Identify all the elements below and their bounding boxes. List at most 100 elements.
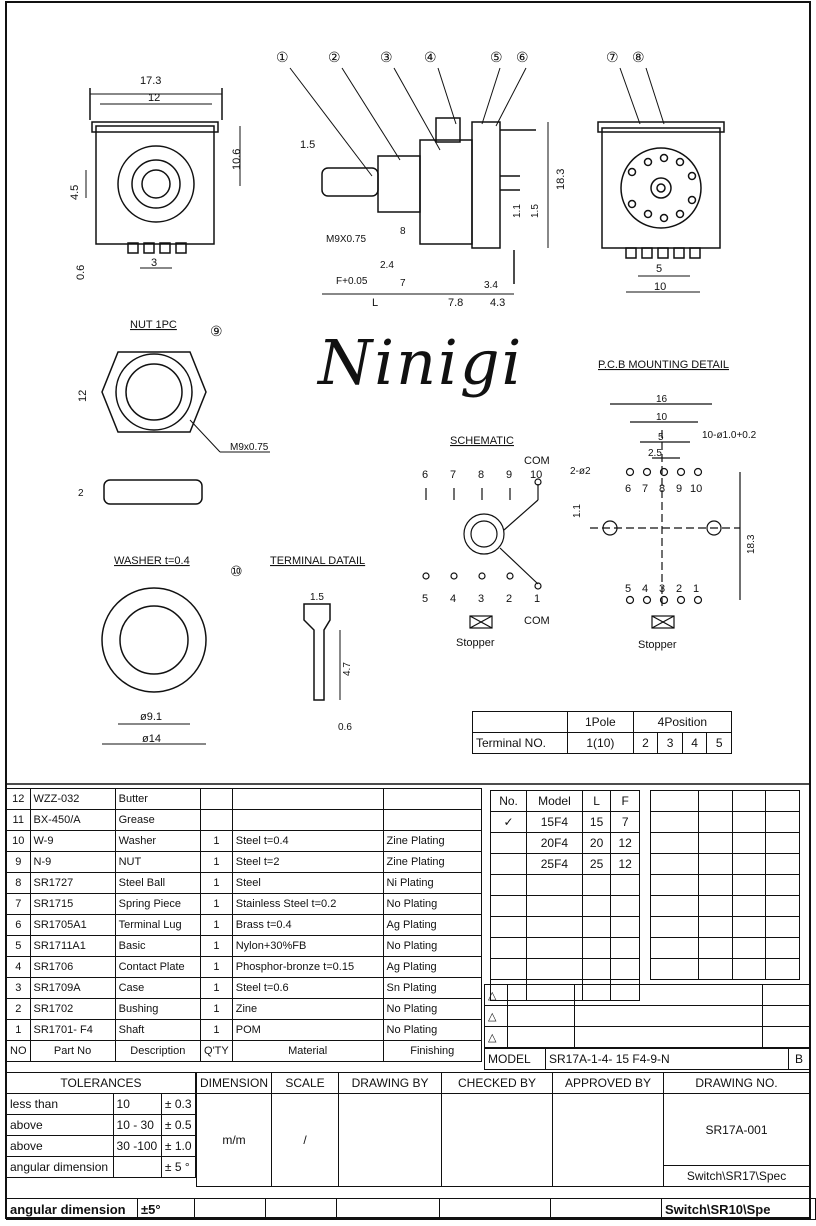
tb-drawing-no-label: DRAWING NO. xyxy=(663,1072,810,1094)
revision-table: △ △ △ xyxy=(484,984,810,1048)
bom-cell: 1 xyxy=(200,1019,233,1041)
dim-rear-5: 5 xyxy=(656,263,662,275)
model-head-model: Model xyxy=(526,790,583,812)
pcb-dim-1-1: 1.1 xyxy=(572,504,583,518)
bom-cell: SR1705A1 xyxy=(29,914,116,936)
tolerances-title: TOLERANCES xyxy=(6,1072,196,1094)
callout-6: ⑥ xyxy=(516,49,529,65)
tolerance-cell: ± 0.3 xyxy=(160,1093,197,1115)
pcb-dim-10: 10 xyxy=(656,412,668,423)
title-block: DIMENSION SCALE DRAWING BY CHECKED BY AP… xyxy=(195,1072,810,1187)
bom-cell: Steel xyxy=(231,872,384,894)
model-cell: 25F4 xyxy=(526,853,583,875)
pcb-pin-6: 6 xyxy=(625,483,631,495)
tolerance-cell: angular dimension xyxy=(6,1156,114,1178)
dim-L: L xyxy=(372,297,378,309)
bom-cell: 3 xyxy=(6,977,31,999)
tolerance-cell xyxy=(112,1156,162,1178)
pcb-pin-1: 1 xyxy=(693,583,699,595)
model-cell: 12 xyxy=(610,853,640,875)
bom-cell: Steel t=0.4 xyxy=(231,830,384,852)
model-rev: B xyxy=(788,1048,810,1070)
bom-cell: Terminal Lug xyxy=(114,914,202,936)
dim-12: 12 xyxy=(148,92,160,104)
bom-cell: SR1702 xyxy=(29,998,116,1020)
term-dim-4-7: 4.7 xyxy=(342,662,353,676)
bom-cell: No Plating xyxy=(382,893,483,915)
schematic-stopper: Stopper xyxy=(456,637,495,649)
model-cell: 15 xyxy=(581,811,612,833)
dim-4-5: 4.5 xyxy=(69,185,81,200)
sch-pin-1: 1 xyxy=(534,593,540,605)
sch-pin-10: 10 xyxy=(530,469,542,481)
overlap-path: Switch\SR10\Spe xyxy=(661,1198,816,1220)
bom-cell: 1 xyxy=(200,872,233,894)
model-cell: 15F4 xyxy=(526,811,583,833)
bom-cell: 1 xyxy=(200,851,233,873)
bom-cell: Ag Plating xyxy=(382,956,483,978)
side-view xyxy=(321,117,549,295)
pcb-pin-5: 5 xyxy=(625,583,631,595)
washer-dim-14: ø14 xyxy=(142,733,161,745)
dim-rear-10: 10 xyxy=(654,281,666,293)
model-head-L: L xyxy=(581,790,612,812)
nut-dim-m9: M9x0.75 xyxy=(230,442,269,453)
pcb-dim-18-3: 18.3 xyxy=(746,534,757,554)
bom-cell: Brass t=0.4 xyxy=(231,914,384,936)
pcb-pin-10: 10 xyxy=(690,483,702,495)
tb-dimension: DIMENSION xyxy=(195,1072,273,1094)
bom-cell: 6 xyxy=(6,914,31,936)
model-row: MODEL SR17A-1-4- 15 F4-9-N B xyxy=(484,1048,810,1070)
bom-cell: Shaft xyxy=(114,1019,202,1041)
tolerance-row: angular dimension± 5 ° xyxy=(6,1156,197,1178)
tb-drawing-no: SR17A-001 xyxy=(663,1093,810,1166)
bom-cell: Steel t=0.6 xyxy=(231,977,384,999)
tb-drawing-by: DRAWING BY xyxy=(338,1072,443,1094)
bom-head-material: Material xyxy=(231,1040,384,1062)
bom-cell: Ag Plating xyxy=(382,914,483,936)
terminal-no-5: 5 xyxy=(706,732,732,754)
dim-1-1: 1.1 xyxy=(512,204,523,218)
terminal-no-4: 4 xyxy=(681,732,708,754)
pcb-dim-16: 16 xyxy=(656,394,668,405)
model-value: SR17A-1-4- 15 F4-9-N xyxy=(545,1048,789,1070)
dim-8: 8 xyxy=(400,226,406,237)
bom-cell: 1 xyxy=(200,998,233,1020)
tolerance-cell: ± 0.5 xyxy=(160,1114,197,1136)
bom-cell: 2 xyxy=(6,998,31,1020)
bom-head-desc: Description xyxy=(114,1040,202,1062)
pcb-title: P.C.B MOUNTING DETAIL xyxy=(598,359,729,371)
bom-head-part: Part No xyxy=(29,1040,116,1062)
pcb-dim-holes: 10-ø1.0+0.2 xyxy=(702,430,757,441)
tolerance-cell: 10 - 30 xyxy=(112,1114,162,1136)
model-cell: 20F4 xyxy=(526,832,583,854)
dim-3-4: 3.4 xyxy=(484,280,498,291)
tb-scale-value: / xyxy=(271,1093,340,1187)
washer-view xyxy=(101,587,207,745)
pcb-pin-4: 4 xyxy=(642,583,648,595)
tb-path: Switch\SR17\Spec xyxy=(663,1165,810,1187)
callout-5: ⑤ xyxy=(490,49,503,65)
bom-cell: POM xyxy=(231,1019,384,1041)
bom-cell: SR1706 xyxy=(29,956,116,978)
dim-1-5b: 1.5 xyxy=(530,204,541,218)
sch-pin-2: 2 xyxy=(506,593,512,605)
dim-1-5: 1.5 xyxy=(300,139,315,151)
model-head-no: No. xyxy=(489,790,528,812)
pcb-dim-2-5: 2.5 xyxy=(648,448,662,459)
bom-cell: Grease xyxy=(114,809,202,831)
bom-head-finishing: Finishing xyxy=(382,1040,483,1062)
model-cell xyxy=(489,832,528,854)
rev-triangle-icon: △ xyxy=(484,984,508,1006)
washer-title: WASHER t=0.4 xyxy=(114,555,190,567)
bom-cell: No Plating xyxy=(382,935,483,957)
bom-cell: Zine Plating xyxy=(382,830,483,852)
